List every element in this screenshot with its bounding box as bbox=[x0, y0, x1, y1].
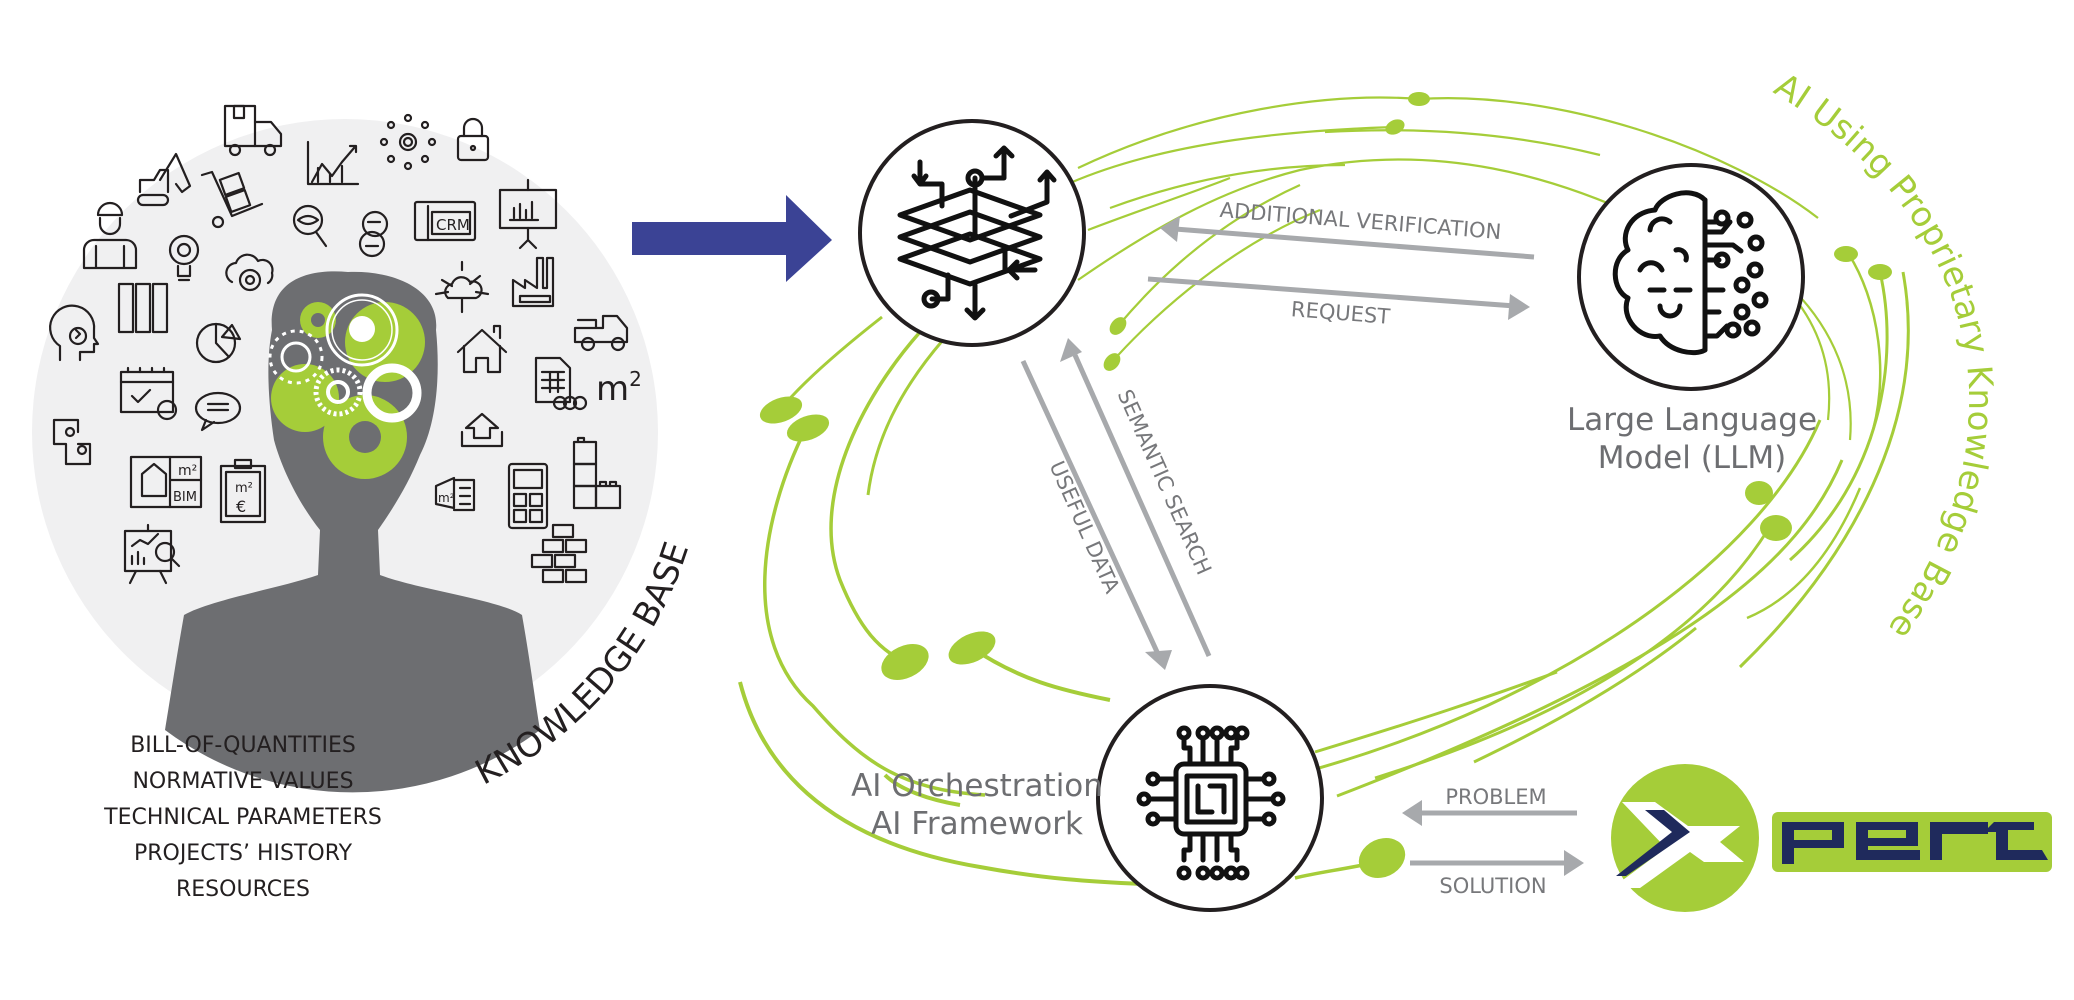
kb-item: TECHNICAL PARAMETERS bbox=[103, 805, 382, 830]
retrieval-node[interactable] bbox=[858, 119, 1086, 347]
orbit-dot bbox=[759, 396, 803, 424]
spreadsheet-coins-icon bbox=[534, 356, 588, 411]
orbit-dot bbox=[1834, 246, 1858, 262]
area-m2-label: m² bbox=[438, 491, 455, 505]
network-hub-icon bbox=[379, 113, 437, 171]
area-list-icon bbox=[434, 476, 476, 512]
clipboard-m2-label: m² bbox=[235, 481, 253, 496]
semantic-search-label: SEMANTIC SEARCH bbox=[1113, 386, 1216, 579]
growth-chart-icon bbox=[306, 140, 360, 186]
orchestration-node[interactable] bbox=[1096, 684, 1324, 912]
blocks-icon bbox=[572, 436, 622, 510]
knowledge-base-illustration: CRM m² BIM m² € m² bbox=[32, 104, 658, 793]
orbit-lines bbox=[738, 92, 1910, 888]
flow-solution: SOLUTION bbox=[1410, 850, 1584, 898]
knowledge-base-list: BILL-OF-QUANTITIES NORMATIVE VALUES TECH… bbox=[103, 733, 382, 902]
llm-label-line1: Large Language bbox=[1567, 402, 1817, 438]
xpert-logo[interactable] bbox=[1611, 764, 2052, 912]
pickup-truck-icon bbox=[573, 314, 629, 352]
puzzle-icon bbox=[52, 418, 92, 466]
orbit-dot bbox=[1745, 481, 1773, 505]
solution-label: SOLUTION bbox=[1439, 874, 1546, 898]
house-icon bbox=[456, 324, 508, 374]
flow-problem: PROBLEM bbox=[1402, 785, 1577, 826]
m2-label: m2 bbox=[596, 367, 642, 409]
orbit-dot bbox=[948, 631, 996, 665]
pie-chart-icon bbox=[195, 322, 242, 364]
kb-item: PROJECTS’ HISTORY bbox=[134, 841, 353, 866]
head-idea-icon bbox=[49, 304, 100, 362]
llm-label: Large Language Model (LLM) bbox=[1567, 402, 1817, 476]
presentation-chart-icon bbox=[498, 178, 558, 250]
worker-icon bbox=[82, 201, 138, 270]
input-arrow bbox=[632, 195, 832, 282]
bim-label: BIM bbox=[173, 490, 197, 505]
orbit-dot bbox=[1358, 838, 1406, 878]
chat-bubbles-icon bbox=[358, 210, 389, 258]
useful-data-label: USEFUL DATA bbox=[1045, 457, 1125, 597]
ai-chip-icon bbox=[1136, 725, 1286, 881]
upload-icon bbox=[460, 412, 504, 448]
excavator-icon bbox=[136, 152, 192, 207]
padlock-icon bbox=[456, 117, 490, 162]
orbit-dot bbox=[1760, 515, 1792, 541]
calendar-check-icon bbox=[119, 366, 178, 421]
xpert-wordmark bbox=[1772, 812, 2052, 872]
head-silhouette bbox=[165, 271, 540, 793]
llm-label-line2: Model (LLM) bbox=[1598, 440, 1786, 476]
data-layers-icon bbox=[897, 145, 1057, 321]
crm-icon bbox=[413, 200, 477, 242]
flow-request: REQUEST bbox=[1147, 276, 1530, 329]
calculator-icon bbox=[507, 462, 549, 530]
kb-icons: CRM m² BIM m² € m² bbox=[49, 104, 629, 585]
xpert-x-mark bbox=[1612, 802, 1744, 888]
speech-bubble-icon bbox=[194, 391, 242, 432]
binders-icon bbox=[117, 282, 169, 334]
kb-item: RESOURCES bbox=[176, 877, 310, 902]
flow-additional-verification: ADDITIONAL VERIFICATION bbox=[1160, 198, 1535, 260]
orbit-dot bbox=[1103, 353, 1121, 371]
bim-m2-label: m² bbox=[178, 463, 197, 479]
request-label: REQUEST bbox=[1290, 297, 1391, 329]
orchestration-label-line1: AI Orchestration bbox=[851, 768, 1103, 804]
delivery-truck-icon bbox=[223, 104, 283, 157]
bim-icon bbox=[129, 455, 203, 509]
ai-brain-icon bbox=[1612, 190, 1769, 356]
orbit-dot bbox=[881, 644, 929, 680]
cloud-network-icon bbox=[434, 260, 490, 314]
problem-label: PROBLEM bbox=[1445, 785, 1546, 809]
analytics-board-icon bbox=[123, 523, 181, 585]
orbit-dot bbox=[786, 414, 830, 442]
cloud-gear-icon bbox=[225, 253, 274, 292]
eye-search-icon bbox=[292, 204, 328, 248]
factory-icon bbox=[511, 256, 555, 308]
kb-item: BILL-OF-QUANTITIES bbox=[130, 733, 356, 758]
crm-label: CRM bbox=[436, 216, 470, 234]
clipboard-euro-label: € bbox=[236, 497, 246, 516]
orchestration-label: AI Orchestration AI Framework bbox=[851, 768, 1103, 842]
idea-gear-bulb-icon bbox=[168, 234, 200, 282]
gears-icon bbox=[268, 293, 425, 479]
orbit-dot bbox=[1385, 119, 1405, 135]
hand-truck-icon bbox=[200, 170, 264, 229]
clipboard-cost-icon bbox=[219, 458, 267, 524]
orbit-dot bbox=[1408, 92, 1430, 106]
llm-node[interactable] bbox=[1577, 163, 1805, 391]
orbit-dot bbox=[1109, 317, 1127, 335]
orchestration-label-line2: AI Framework bbox=[871, 806, 1083, 842]
bricks-icon bbox=[530, 523, 588, 584]
orbit-title: AI Using Proprietary Knowledge Base bbox=[1767, 66, 2000, 647]
kb-item: NORMATIVE VALUES bbox=[132, 769, 353, 794]
orbit-dot bbox=[1868, 264, 1892, 280]
